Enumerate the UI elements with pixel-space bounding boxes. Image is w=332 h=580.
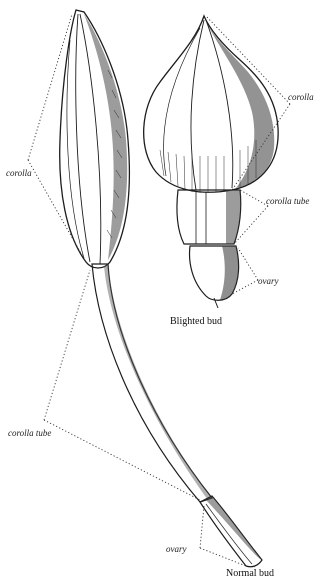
blighted-bud-crease-1 xyxy=(191,20,204,190)
blighted-bud-crease-3 xyxy=(164,28,200,176)
normal-bud-seam-1 xyxy=(76,14,90,262)
blighted-bud-crease-2 xyxy=(206,20,233,188)
caption-blighted-bud: Blighted bud xyxy=(170,316,222,327)
blighted-bud-ovary-shade xyxy=(220,246,239,300)
label-ovary-left: ovary xyxy=(166,544,187,554)
normal-bud-ovary xyxy=(200,496,262,567)
label-corolla-tube-right: corolla tube xyxy=(266,196,309,206)
normal-bud-tube-shade xyxy=(104,264,212,500)
blighted-bud-tube-shade xyxy=(226,190,241,244)
label-corolla-right: corolla xyxy=(288,92,314,102)
label-ovary-right: ovary xyxy=(258,276,279,286)
caption-normal-bud: Normal bud xyxy=(226,568,274,579)
label-corolla-left: corolla xyxy=(6,168,32,178)
label-corolla-tube-left: corolla tube xyxy=(8,428,51,438)
blighted-bud-ovary-tip xyxy=(214,298,218,308)
normal-bud-ovary-line xyxy=(206,504,252,564)
blighted-bud-drawing xyxy=(144,16,278,308)
